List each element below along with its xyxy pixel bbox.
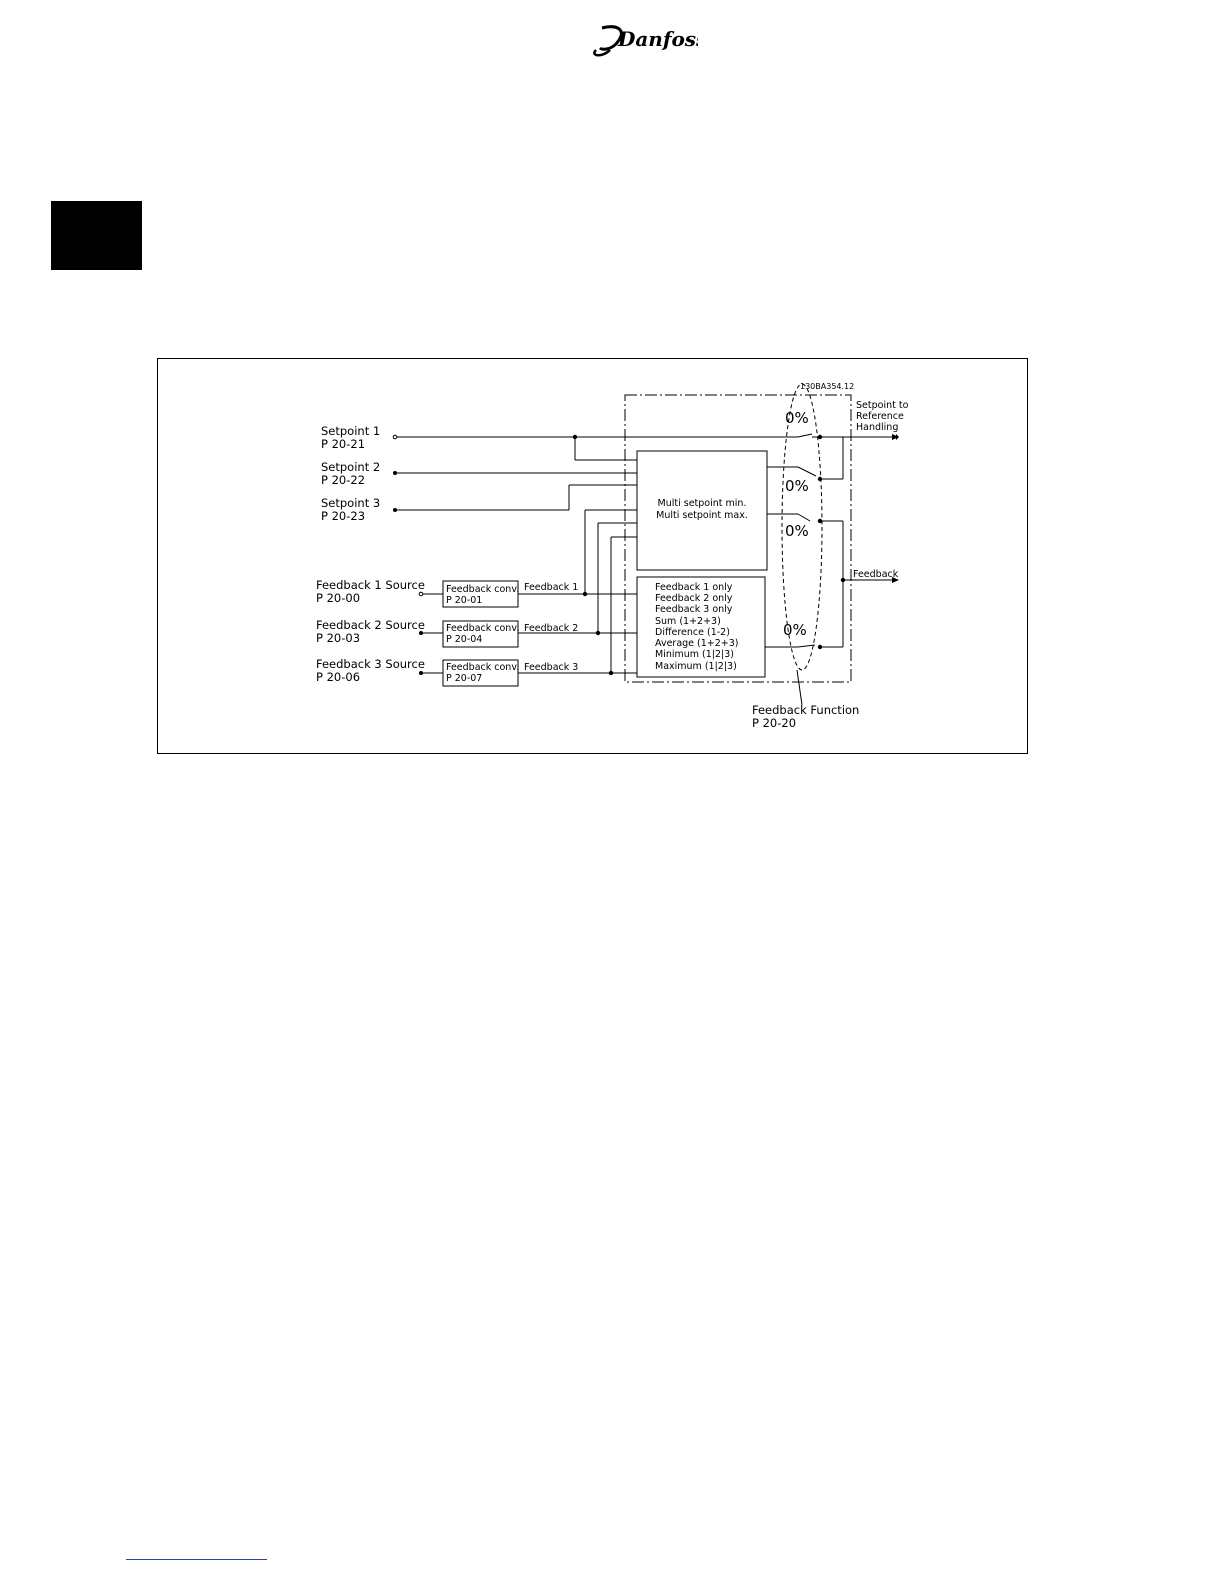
feedback-conv-2-label: Feedback conv. xyxy=(446,623,519,634)
diagram-code: 130BA354.12 xyxy=(800,382,854,391)
switch-group-ellipse xyxy=(781,383,823,671)
feedback-arrow-icon xyxy=(892,577,899,583)
footer-link-underline xyxy=(126,1559,267,1560)
setpoint-3-param: P 20-23 xyxy=(321,509,365,523)
switch-label-4: 0% xyxy=(783,621,807,639)
switch-label-2: 0% xyxy=(785,477,809,495)
feedback-function-item: Minimum (1|2|3) xyxy=(655,649,734,660)
setpoint-2-label: Setpoint 2 xyxy=(321,460,380,474)
setpoint-output-label-line1: Setpoint to xyxy=(856,400,909,411)
feedback-conv-3-param: P 20-07 xyxy=(446,673,482,684)
feedback-3-out-label: Feedback 3 xyxy=(524,662,578,673)
feedback-function-item: Feedback 3 only xyxy=(655,604,733,615)
feedback-conv-box-2 xyxy=(442,620,519,648)
setpoint-1-param: P 20-21 xyxy=(321,437,365,451)
setpoint-1-label: Setpoint 1 xyxy=(321,424,380,438)
feedback-conv-2-param: P 20-04 xyxy=(446,634,482,645)
multi-setpoint-max-label: Multi setpoint max. xyxy=(656,510,748,521)
danfoss-logo: Danfoss xyxy=(593,25,698,57)
feedback-function-item: Maximum (1|2|3) xyxy=(655,661,737,672)
setpoint-arrow-icon xyxy=(892,434,899,440)
logo-text: Danfoss xyxy=(617,27,698,51)
switch-label-3: 0% xyxy=(785,522,809,540)
feedback-function-item: Feedback 2 only xyxy=(655,593,733,604)
feedback-function-param: P 20-20 xyxy=(752,716,796,730)
feedback-2-source-label: Feedback 2 Source xyxy=(316,618,425,632)
feedback-1-source-param: P 20-00 xyxy=(316,591,360,605)
feedback-conv-1-label: Feedback conv. xyxy=(446,584,519,595)
feedback-3-source-param: P 20-06 xyxy=(316,670,360,684)
feedback-function-item: Average (1+2+3) xyxy=(655,638,739,649)
switch-label-1: 0% xyxy=(785,409,809,427)
feedback-3-source-label: Feedback 3 Source xyxy=(316,657,425,671)
feedback-function-item: Difference (1-2) xyxy=(655,627,730,638)
feedback-2-source-param: P 20-03 xyxy=(316,631,360,645)
setpoint-output-label-line2: Reference xyxy=(856,411,904,422)
feedback-function-item: Feedback 1 only xyxy=(655,582,733,593)
figure-frame xyxy=(157,358,1028,754)
setpoint-output-label-line3: Handling xyxy=(856,422,898,433)
feedback-function-block xyxy=(636,576,766,678)
feedback-conv-3-label: Feedback conv. xyxy=(446,662,519,673)
feedback-1-source-label: Feedback 1 Source xyxy=(316,578,425,592)
chapter-tab xyxy=(51,201,142,270)
feedback-function-label: Feedback Function xyxy=(752,703,859,717)
controller-boundary xyxy=(624,394,852,683)
feedback-output-label: Feedback xyxy=(853,569,899,580)
feedback-2-out-label: Feedback 2 xyxy=(524,623,578,634)
setpoint-2-param: P 20-22 xyxy=(321,473,365,487)
feedback-1-out-label: Feedback 1 xyxy=(524,582,578,593)
feedback-conv-1-param: P 20-01 xyxy=(446,595,482,606)
feedback-function-item: Sum (1+2+3) xyxy=(655,616,721,627)
setpoint-3-label: Setpoint 3 xyxy=(321,496,380,510)
multi-setpoint-min-label: Multi setpoint min. xyxy=(658,498,747,509)
